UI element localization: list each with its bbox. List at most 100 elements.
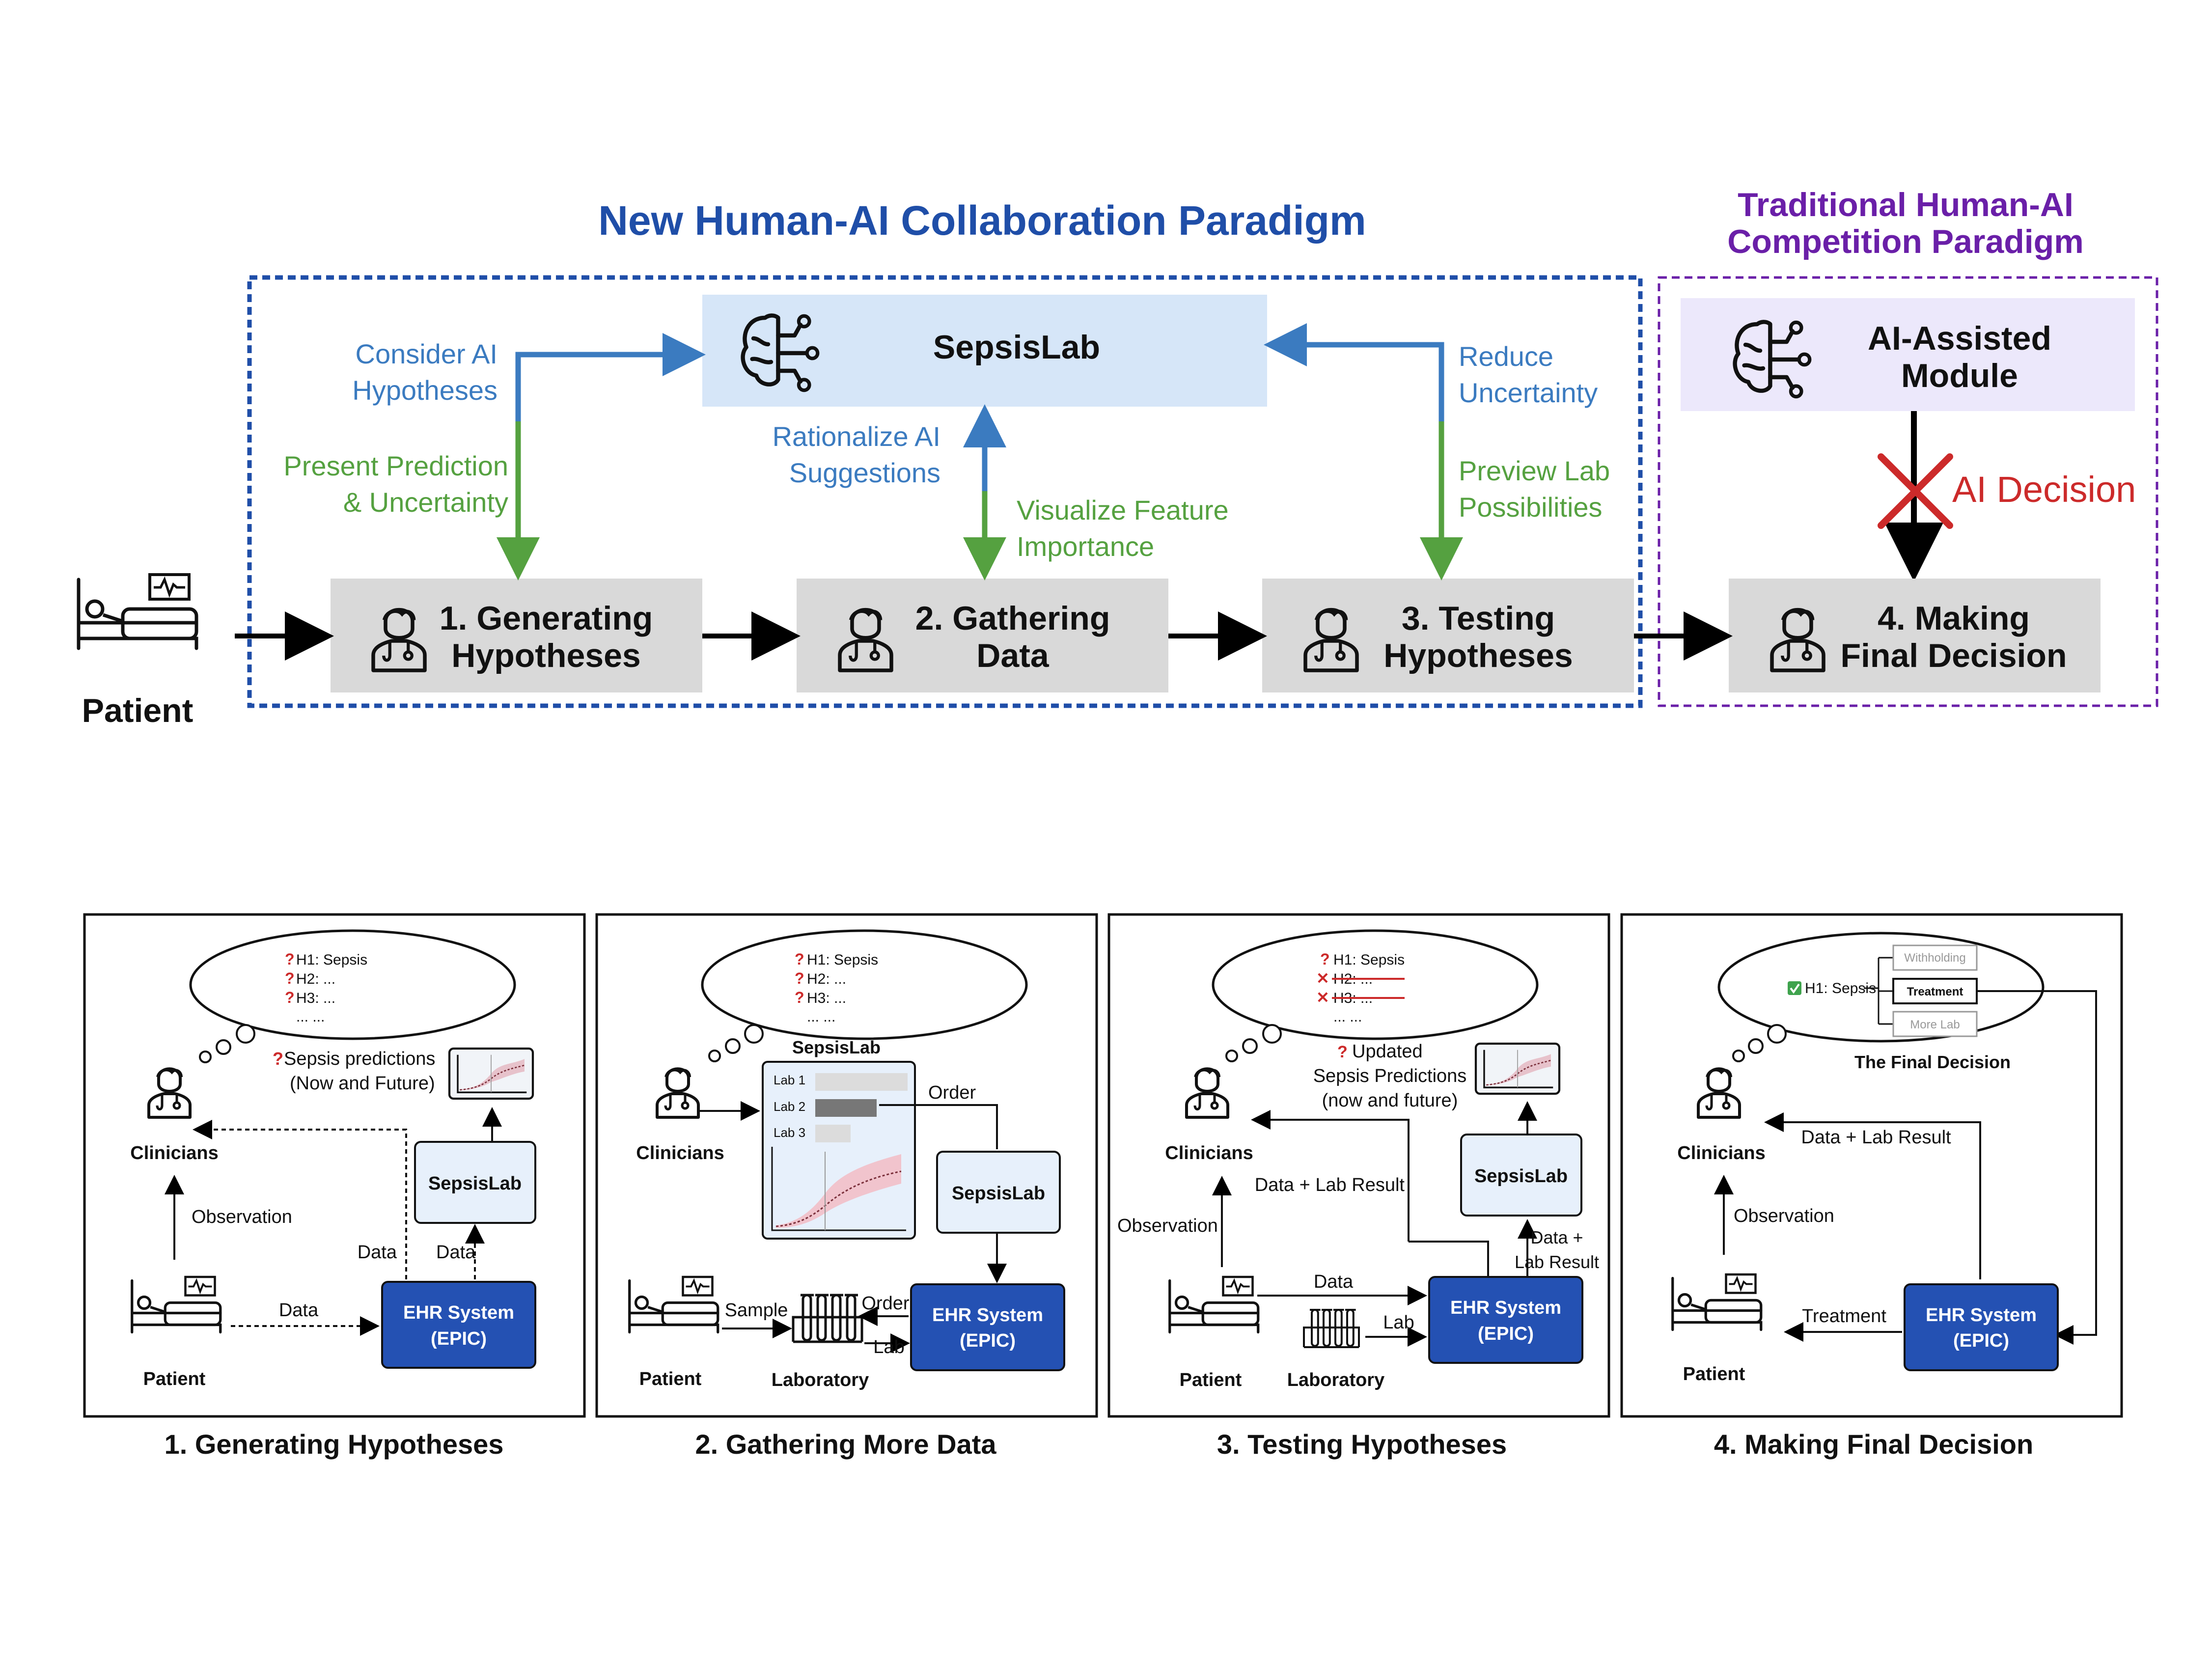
- mini-chart-icon: [449, 1049, 533, 1099]
- p4-ehr-box: [1904, 1283, 2059, 1371]
- p1-pred-1: Sepsis predictions: [284, 1049, 435, 1069]
- lab1-bar: [815, 1073, 908, 1091]
- p1-data-b: Data: [436, 1242, 476, 1263]
- p4-ehr-1: EHR System: [1926, 1305, 2037, 1326]
- traditional-paradigm-frame: [1658, 276, 2158, 707]
- patient-label: Patient: [82, 692, 194, 729]
- q-mark-icon: ?: [795, 950, 804, 968]
- p4-more-lab: More Lab: [1910, 1018, 1960, 1031]
- q-mark-icon: ?: [285, 950, 295, 968]
- step-1-line1: 1. Generating: [440, 600, 653, 637]
- p3-data-plus-2: Lab Result: [1515, 1252, 1599, 1272]
- p1-ehr-2: (EPIC): [431, 1328, 487, 1349]
- p3-caption: 3. Testing Hypotheses: [1217, 1429, 1507, 1460]
- ai-module-label-line1: AI-Assisted: [1868, 320, 2051, 357]
- p2-ehr-2: (EPIC): [960, 1330, 1016, 1351]
- p1-ehr-1: EHR System: [403, 1302, 514, 1323]
- p1-h2: H2: ...: [296, 971, 335, 987]
- p2-caption: 2. Gathering More Data: [695, 1429, 996, 1460]
- step-2-line2: Data: [976, 637, 1050, 674]
- p1-h3: H3: ...: [296, 990, 335, 1006]
- panel-1: ? ? ? H1: Sepsis H2: ... H3: ... ... ...…: [83, 913, 586, 1418]
- rationalize-label-2: Suggestions: [789, 457, 940, 488]
- p4-caption: 4. Making Final Decision: [1714, 1429, 2033, 1460]
- p1-pred-2: (Now and Future): [290, 1073, 435, 1094]
- p2-lab1: Lab 1: [774, 1073, 805, 1087]
- p1-data-a: Data: [358, 1242, 397, 1263]
- q-mark-icon: ?: [273, 1049, 283, 1069]
- visualize-label-1: Visualize Feature: [1017, 495, 1229, 526]
- step-3-line2: Hypotheses: [1383, 637, 1573, 674]
- q-mark-icon: ?: [285, 969, 295, 987]
- mini-chart-icon: [1476, 1044, 1559, 1094]
- p3-h1: H1: Sepsis: [1333, 952, 1405, 968]
- p3-sepsislab-box: [1460, 1134, 1582, 1217]
- p2-sepsislab-box: [936, 1151, 1061, 1234]
- p2-sample: Sample: [725, 1300, 788, 1321]
- p2-ehr-1: EHR System: [932, 1305, 1043, 1326]
- p3-data-lab: Data + Lab Result: [1255, 1175, 1405, 1195]
- p2-clinicians: Clinicians: [636, 1143, 724, 1163]
- p1-caption: 1. Generating Hypotheses: [165, 1429, 504, 1460]
- x-mark-icon: ✕: [1316, 969, 1329, 987]
- q-mark-icon: ?: [795, 969, 804, 987]
- p2-sepsislab-panel: [762, 1061, 916, 1240]
- p2-h2: H2: ...: [807, 971, 846, 987]
- p3-ehr-2: (EPIC): [1478, 1324, 1534, 1344]
- preview-label-1: Preview Lab: [1459, 455, 1610, 486]
- p3-laboratory: Laboratory: [1287, 1370, 1384, 1390]
- p3-observation: Observation: [1117, 1216, 1218, 1236]
- consider-label-1: Consider AI: [356, 338, 498, 369]
- p2-h1: H1: Sepsis: [807, 952, 878, 968]
- withholding-option: [1892, 944, 1978, 971]
- patient-bed-icon: [79, 575, 196, 648]
- p3-clinicians: Clinicians: [1165, 1143, 1253, 1163]
- treatment-option: [1892, 978, 1978, 1004]
- step-1-line2: Hypotheses: [451, 637, 640, 674]
- ai-decision-label: AI Decision: [1952, 469, 2136, 510]
- q-mark-icon: ?: [795, 989, 804, 1006]
- sepsislab-box: [702, 295, 1267, 407]
- reduce-label-1: Reduce: [1459, 341, 1553, 372]
- sepsislab-label: SepsisLab: [933, 329, 1100, 366]
- p2-patient: Patient: [639, 1369, 702, 1389]
- p4-ehr-2: (EPIC): [1953, 1330, 2009, 1351]
- p3-data-plus-1: Data +: [1530, 1227, 1583, 1247]
- lab3-bar: [815, 1125, 851, 1142]
- p1-ehr-box: [381, 1281, 536, 1369]
- consider-label-2: Hypotheses: [352, 375, 498, 406]
- p2-laboratory: Laboratory: [772, 1370, 869, 1390]
- p1-patient: Patient: [143, 1369, 206, 1389]
- q-mark-icon: ?: [1337, 1043, 1348, 1061]
- p4-clinicians: Clinicians: [1677, 1143, 1766, 1163]
- p2-lab: Lab: [873, 1337, 904, 1357]
- ai-assisted-module-box: [1681, 298, 2135, 411]
- panel-2: ? ? ? H1: Sepsis H2: ... H3: ... ... ...…: [595, 913, 1098, 1418]
- p4-withholding: Withholding: [1904, 951, 1965, 965]
- p3-lab: Lab: [1383, 1312, 1414, 1333]
- visualize-label-2: Importance: [1017, 531, 1154, 562]
- p1-dots: ... ...: [296, 1009, 325, 1025]
- p1-sepsislab-box: [414, 1141, 536, 1224]
- p2-order-b: Order: [861, 1293, 909, 1314]
- check-icon: [1788, 981, 1801, 995]
- p2-sepsislab-title: SepsisLab: [792, 1037, 881, 1057]
- p1-observation: Observation: [192, 1207, 292, 1227]
- p3-patient: Patient: [1180, 1370, 1242, 1390]
- panel-3: ? ✕ ✕ H1: Sepsis H2: ... H3: ... ... ...…: [1107, 913, 1610, 1418]
- red-x-icon: [1878, 453, 1953, 529]
- p3-ehr-box: [1428, 1276, 1583, 1364]
- p2-dots: ... ...: [807, 1009, 835, 1025]
- traditional-paradigm-title-line2: Competition Paradigm: [1727, 223, 2083, 260]
- p2-ehr-box: [910, 1283, 1065, 1371]
- preview-label-2: Possibilities: [1459, 492, 1603, 523]
- p3-dots: ... ...: [1333, 1009, 1362, 1025]
- reduce-label-2: Uncertainty: [1459, 377, 1598, 408]
- x-mark-icon: ✕: [1316, 989, 1329, 1006]
- rationalize-label-1: Rationalize AI: [773, 421, 940, 452]
- p3-upd-1: Updated: [1352, 1041, 1423, 1062]
- new-paradigm-title: New Human-AI Collaboration Paradigm: [598, 197, 1366, 244]
- panel-4: H1: Sepsis Withholding Treatment More La…: [1620, 913, 2123, 1418]
- new-paradigm-frame: [247, 275, 1643, 708]
